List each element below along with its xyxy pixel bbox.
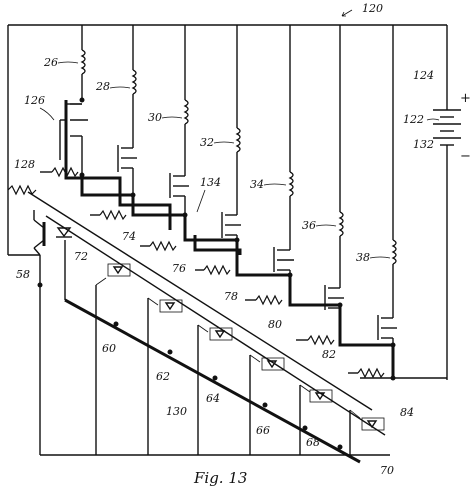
- label-120: 120: [362, 2, 383, 15]
- label-134: 134: [200, 176, 221, 189]
- opto-cell-82: [299, 384, 333, 440]
- reference-labels: 120 124 122 132 26 126 128 58 72 28 30 3…: [14, 2, 440, 477]
- label-34: 34: [250, 178, 264, 191]
- coil-30: [183, 25, 189, 160]
- opto-cell-80: [249, 354, 285, 410]
- label-28: 28: [95, 80, 110, 93]
- vertical-drops: [95, 330, 301, 455]
- staircase-bus: [64, 140, 395, 378]
- coil-36: [338, 25, 344, 275]
- figure-caption: Fig. 13: [193, 469, 247, 487]
- opto-cells: [95, 263, 385, 455]
- label-62: 62: [156, 370, 170, 383]
- diagonal-lines: [27, 191, 386, 464]
- label-84: 84: [400, 406, 414, 419]
- opto-cell-78: [197, 324, 233, 385]
- opto-cell-76: [147, 297, 183, 355]
- battery-minus-label: −: [460, 149, 471, 164]
- label-122: 122: [403, 113, 424, 126]
- coil-26: [80, 25, 86, 100]
- opto-cell-74: [95, 263, 131, 330]
- label-32: 32: [200, 136, 214, 149]
- label-126: 126: [24, 94, 45, 107]
- coil-28: [131, 25, 137, 140]
- power-rails: [7, 24, 448, 456]
- label-132: 132: [413, 138, 434, 151]
- label-64: 64: [206, 392, 220, 405]
- label-66: 66: [256, 424, 270, 437]
- mosfet-28: [117, 140, 137, 195]
- label-36: 36: [302, 219, 316, 232]
- input-transistor-58: [33, 210, 72, 285]
- label-74: 74: [122, 230, 136, 243]
- opto-cell-84: [349, 409, 385, 455]
- label-70: 70: [380, 464, 394, 477]
- mosfet-30: [169, 160, 189, 230]
- label-26: 26: [43, 56, 58, 69]
- label-80: 80: [268, 318, 282, 331]
- junction-dots: [37, 97, 396, 450]
- label-68: 68: [306, 436, 320, 449]
- label-72: 72: [74, 250, 88, 263]
- coil-34: [288, 25, 294, 235]
- label-78: 78: [224, 290, 238, 303]
- label-130: 130: [166, 405, 187, 418]
- battery-plus-label: +: [460, 91, 471, 106]
- resistor-ladder: [7, 166, 385, 379]
- label-76: 76: [172, 262, 186, 275]
- coil-38: [391, 25, 397, 310]
- label-60: 60: [102, 342, 116, 355]
- label-58: 58: [16, 268, 30, 281]
- battery-symbol: + −: [433, 91, 471, 164]
- label-38: 38: [356, 251, 370, 264]
- label-128: 128: [14, 158, 35, 171]
- mosfet-126: [59, 100, 88, 175]
- coil-32: [235, 25, 241, 200]
- label-30: 30: [148, 111, 162, 124]
- label-82: 82: [322, 348, 336, 361]
- label-124: 124: [413, 69, 434, 82]
